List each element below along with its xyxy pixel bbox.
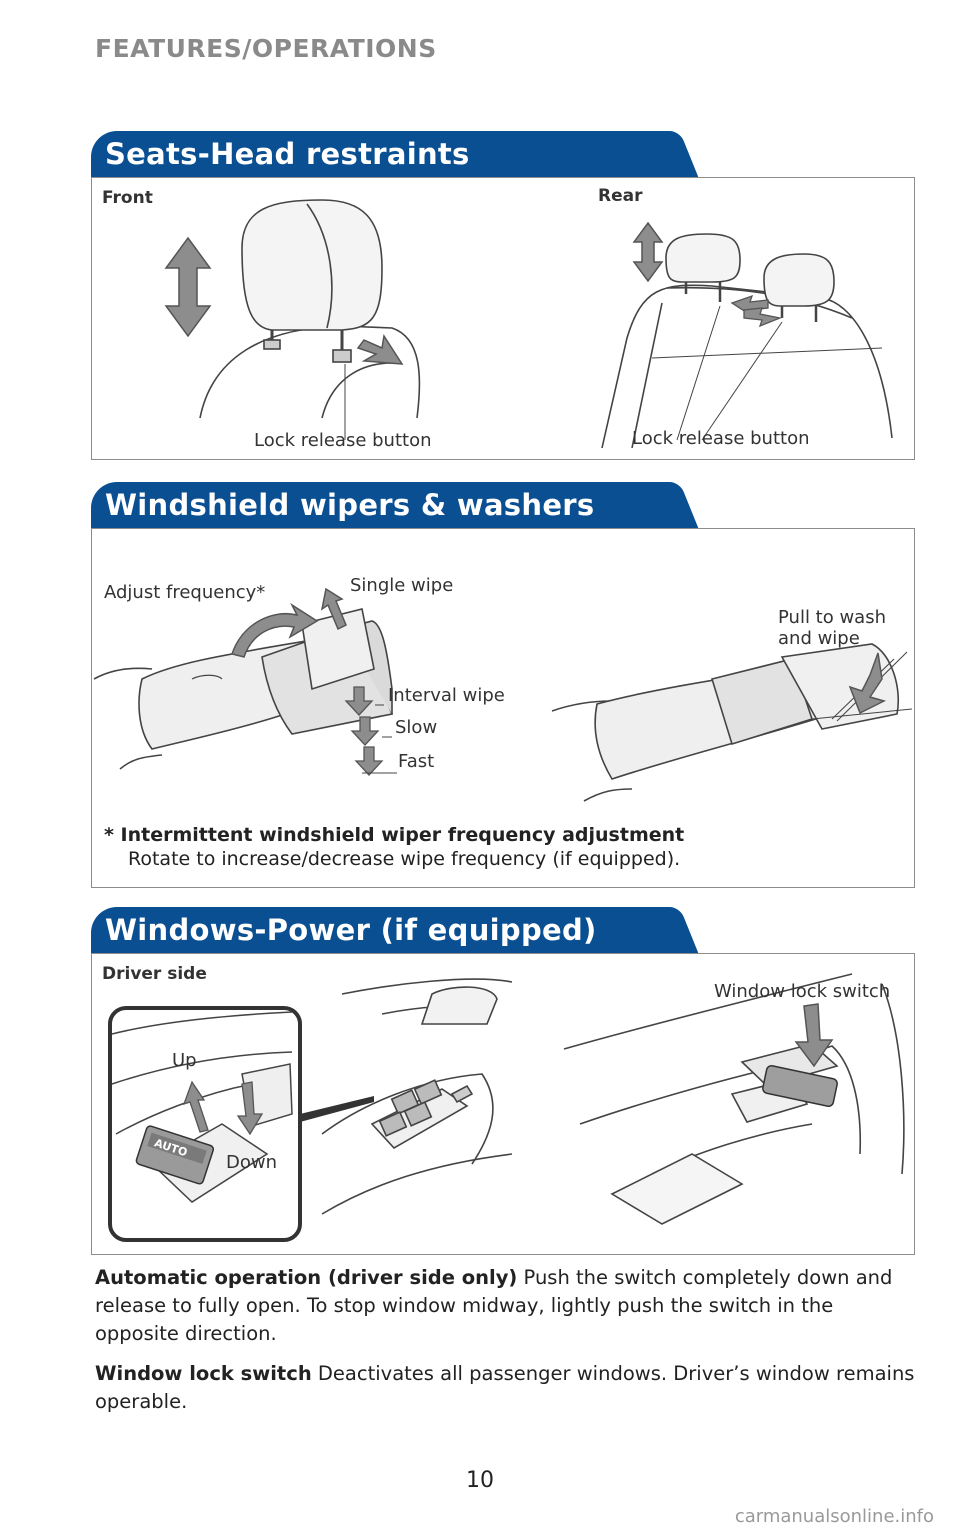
rotate-arrow-icon [231,602,319,658]
single-wipe-label: Single wipe [350,575,454,596]
single-wipe-arrow-icon [320,587,347,631]
footnote-title: * Intermittent windshield wiper frequenc… [104,824,685,846]
fast-arrow-icon [354,746,384,776]
front-label: Front [102,188,153,208]
windows-panel: AUTO Driver side Window lock switch Up D… [91,953,915,1255]
window-lock-paragraph: Window lock switch Deactivates all passe… [95,1360,915,1416]
interval-arrow-icon [344,686,374,716]
watermark: carmanualsonline.info [734,1506,934,1527]
section-title-seats: Seats-Head restraints [91,131,675,177]
window-lock-switch-icon [762,1065,838,1107]
push-arrow-icon [356,333,404,365]
page-header: FEATURES/OPERATIONS [95,34,437,63]
head-restraint-illustration [164,199,893,449]
window-lock-title: Window lock switch [95,1362,312,1385]
rear-lock-release-callout: Lock release button [632,428,810,449]
section-title-wipers: Windshield wipers & washers [91,482,675,528]
up-down-arrow-icon [632,221,664,283]
adjust-frequency-label: Adjust frequency* [104,582,266,603]
pull-arrow-icon [848,652,887,715]
down-arrow-icon [236,1081,264,1136]
seats-panel: Front Rear Lock release button Lock rele… [91,177,915,460]
interval-wipe-label: Interval wipe [388,685,505,706]
auto-operation-title: Automatic operation (driver side only) [95,1266,518,1289]
power-window-illustration: AUTO [108,973,905,1242]
wiper-footnote: * Intermittent windshield wiper frequenc… [104,823,684,871]
auto-operation-paragraph: Automatic operation (driver side only) P… [95,1264,915,1348]
up-down-arrow-icon [164,236,212,338]
driver-side-label: Driver side [102,964,207,984]
pull-to-wash-label: Pull to wash and wipe [778,607,886,649]
footnote-body: Rotate to increase/decrease wipe frequen… [128,848,681,870]
fast-label: Fast [398,751,435,772]
push-arrow-icon [743,307,783,328]
window-lock-text: Deactivates all passenger windows. Drive… [95,1362,915,1413]
slow-label: Slow [395,717,438,738]
slow-arrow-icon [350,716,380,746]
up-label: Up [172,1050,197,1071]
up-arrow-icon [182,1080,209,1133]
rear-label: Rear [598,186,643,206]
section-title-windows: Windows-Power (if equipped) [91,907,675,953]
wiper-lever-illustration [93,587,913,802]
front-lock-release-callout: Lock release button [254,430,432,451]
wipers-panel: Adjust frequency* Single wipe Interval w… [91,528,915,888]
page-number: 10 [466,1468,494,1493]
window-lock-arrow-icon [794,1003,834,1068]
auto-operation-text: Push the switch completely down and rele… [95,1266,893,1345]
down-label: Down [226,1152,278,1173]
window-lock-switch-label: Window lock switch [714,981,891,1002]
